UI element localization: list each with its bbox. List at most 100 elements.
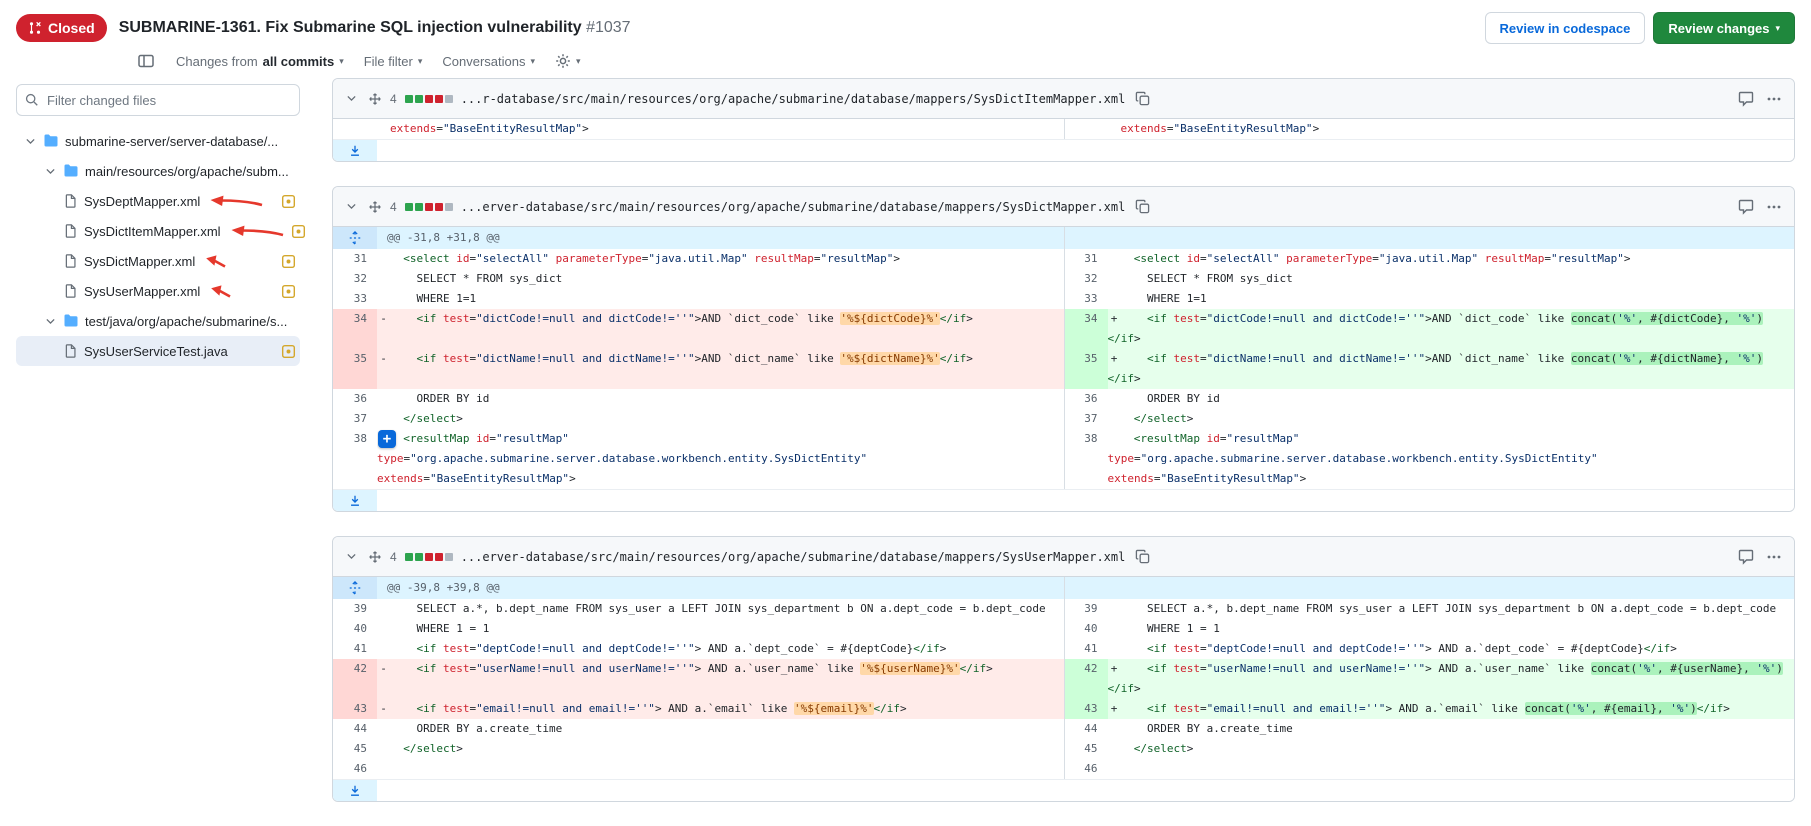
expand-down-icon [348, 144, 362, 158]
changes-from-dropdown[interactable]: Changes fromall commits▾ [176, 54, 344, 69]
diff-row: 41 <if test="deptCode!=null and deptCode… [333, 639, 1794, 659]
code-line: </select> [1108, 739, 1795, 759]
expand-hunk-button[interactable] [333, 227, 377, 249]
copy-path-button[interactable] [1133, 197, 1152, 216]
file-icon [64, 193, 78, 209]
tree-file-sysdeptmapper-xml[interactable]: SysDeptMapper.xml [16, 186, 300, 216]
changed-lines-count: 4 [390, 550, 397, 564]
line-number[interactable]: 34 [333, 309, 377, 349]
line-number[interactable]: 46 [1064, 759, 1108, 779]
line-number[interactable]: 34 [1064, 309, 1108, 349]
code-line: ORDER BY a.create_time [377, 719, 1064, 739]
line-number[interactable]: 37 [333, 409, 377, 429]
line-number[interactable]: 31 [1064, 249, 1108, 269]
diff-modified-icon [291, 224, 306, 239]
annotation-arrow [208, 283, 232, 299]
drag-handle-icon[interactable] [368, 200, 382, 214]
expand-hunk-button[interactable] [333, 577, 377, 599]
diff-modified-icon [281, 254, 296, 269]
expand-diff-button[interactable] [333, 490, 377, 511]
file-comment-button[interactable] [1736, 89, 1756, 109]
tree-file-sysdictitemmapper-xml[interactable]: SysDictItemMapper.xml [16, 216, 300, 246]
line-number[interactable]: 39 [333, 599, 377, 619]
copy-path-button[interactable] [1133, 89, 1152, 108]
folder-icon [63, 163, 79, 179]
copy-path-button[interactable] [1133, 547, 1152, 566]
collapse-sidebar-button[interactable] [136, 51, 156, 71]
line-number[interactable]: 44 [1064, 719, 1108, 739]
collapse-file-button[interactable] [343, 548, 360, 565]
diff-row: 31 <select id="selectAll" parameterType=… [333, 249, 1794, 269]
line-number[interactable]: 38 [1064, 429, 1108, 489]
diff-list: 4 ...r-database/src/main/resources/org/ap… [316, 76, 1811, 826]
line-number[interactable]: 45 [333, 739, 377, 759]
expand-diff-button[interactable] [333, 780, 377, 801]
filter-changed-files-input[interactable] [16, 84, 300, 116]
file-comment-button[interactable] [1736, 197, 1756, 217]
chevron-down-icon [44, 165, 57, 178]
file-path-link[interactable]: ...erver-database/src/main/resources/org… [461, 550, 1126, 564]
line-number[interactable]: 35 [333, 349, 377, 389]
line-number[interactable]: 39 [1064, 599, 1108, 619]
line-number[interactable]: 33 [1064, 289, 1108, 309]
collapse-file-button[interactable] [343, 198, 360, 215]
file-filter-dropdown[interactable]: File filter▾ [364, 54, 423, 69]
collapse-file-button[interactable] [343, 90, 360, 107]
conversations-dropdown[interactable]: Conversations▾ [442, 54, 535, 69]
diff-row: 46 46 [333, 759, 1794, 779]
drag-handle-icon[interactable] [368, 92, 382, 106]
code-line: SELECT a.*, b.dept_name FROM sys_user a … [377, 599, 1064, 619]
line-number[interactable]: 46 [333, 759, 377, 779]
line-number[interactable]: 41 [333, 639, 377, 659]
line-number[interactable]: 45 [1064, 739, 1108, 759]
line-number[interactable]: 36 [333, 389, 377, 409]
line-number[interactable] [1064, 119, 1108, 139]
file-icon [64, 283, 78, 299]
file-comment-button[interactable] [1736, 547, 1756, 567]
line-number[interactable]: 42 [1064, 659, 1108, 699]
tree-folder-main-resources-org-apache-subm[interactable]: main/resources/org/apache/subm... [16, 156, 300, 186]
tree-file-sysdictmapper-xml[interactable]: SysDictMapper.xml [16, 246, 300, 276]
line-number[interactable]: 44 [333, 719, 377, 739]
diff-modified-icon [291, 224, 306, 239]
expand-diff-button[interactable] [333, 140, 377, 161]
tree-file-sysuserservicetest-java[interactable]: SysUserServiceTest.java [16, 336, 300, 366]
diff-row: 43- <if test="email!=null and email!=''"… [333, 699, 1794, 719]
search-icon [25, 93, 39, 107]
line-number[interactable]: 43 [333, 699, 377, 719]
line-number[interactable]: 42 [333, 659, 377, 699]
tree-folder-submarine-server-server-database[interactable]: submarine-server/server-database/... [16, 126, 300, 156]
line-number[interactable]: 36 [1064, 389, 1108, 409]
line-number[interactable]: 37 [1064, 409, 1108, 429]
add-line-comment-button[interactable]: + [378, 430, 396, 448]
review-in-codespace-button[interactable]: Review in codespace [1485, 12, 1646, 44]
drag-handle-icon[interactable] [368, 550, 382, 564]
chevron-down-icon [44, 315, 57, 328]
line-number[interactable]: 38 [333, 429, 377, 489]
line-number[interactable]: 31 [333, 249, 377, 269]
files-changed-content: submarine-server/server-database/...main… [0, 76, 1811, 826]
tree-folder-test-java-org-apache-submarine-s[interactable]: test/java/org/apache/submarine/s... [16, 306, 300, 336]
file-path-link[interactable]: ...erver-database/src/main/resources/org… [461, 200, 1126, 214]
file-path-link[interactable]: ...r-database/src/main/resources/org/apa… [461, 92, 1126, 106]
file-diff-panel: 4...erver-database/src/main/resources/or… [332, 186, 1795, 512]
line-number[interactable]: 32 [1064, 269, 1108, 289]
file-menu-kebab[interactable] [1764, 547, 1784, 567]
line-number[interactable]: 33 [333, 289, 377, 309]
unfold-icon [348, 231, 362, 245]
line-number[interactable]: 41 [1064, 639, 1108, 659]
code-line: ORDER BY id [1108, 389, 1795, 409]
line-number[interactable]: 35 [1064, 349, 1108, 389]
line-number[interactable]: 32 [333, 269, 377, 289]
review-changes-button[interactable]: Review changes▾ [1653, 12, 1795, 44]
diff-row: 32 SELECT * FROM sys_dict32 SELECT * FRO… [333, 269, 1794, 289]
line-number[interactable]: 40 [333, 619, 377, 639]
diff-settings-gear[interactable]: ▾ [555, 53, 581, 69]
line-number[interactable]: 40 [1064, 619, 1108, 639]
line-number[interactable] [333, 119, 377, 139]
tree-file-sysusermapper-xml[interactable]: SysUserMapper.xml [16, 276, 300, 306]
file-menu-kebab[interactable] [1764, 89, 1784, 109]
pr-status-badge: Closed [16, 14, 107, 42]
file-menu-kebab[interactable] [1764, 197, 1784, 217]
line-number[interactable]: 43 [1064, 699, 1108, 719]
